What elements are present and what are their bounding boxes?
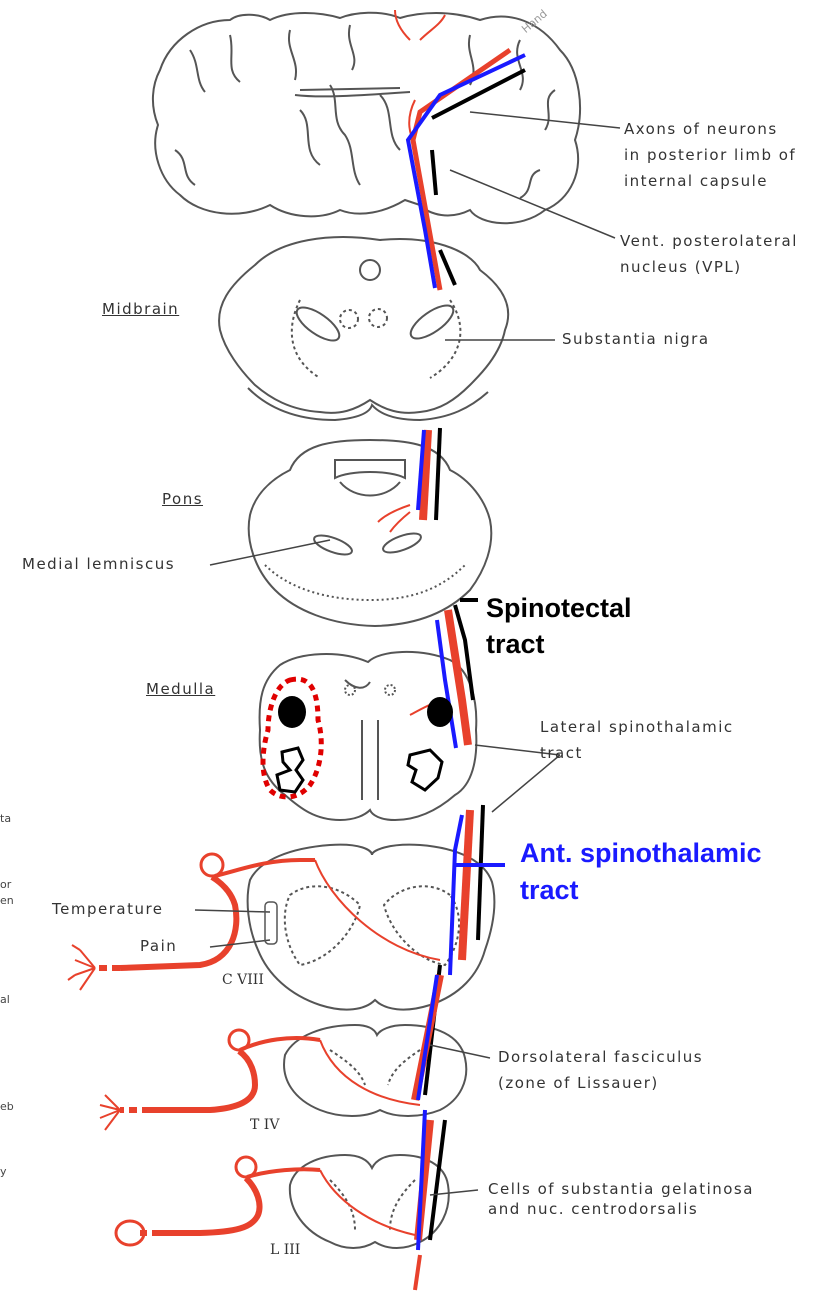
label-midbrain: Midbrain: [102, 300, 179, 319]
label-substantia-gelatinosa-2: and nuc. centrodorsalis: [488, 1200, 698, 1219]
label-substantia-gelatinosa-1: Cells of substantia gelatinosa: [488, 1180, 754, 1199]
cut-text-2: or: [0, 878, 11, 891]
cut-text-6: y: [0, 1165, 7, 1178]
cut-text-5: eb: [0, 1100, 14, 1113]
label-dorsolateral-1: Dorsolateral fasciculus: [498, 1048, 703, 1067]
label-internal-capsule-2: in posterior limb of: [624, 146, 796, 165]
label-pain: Pain: [140, 937, 177, 956]
label-internal-capsule-3: internal capsule: [624, 172, 768, 191]
cord-c8: [248, 845, 495, 1010]
label-level-l3: L III: [270, 1242, 300, 1258]
cut-text-4: al: [0, 993, 10, 1006]
label-vpl-2: nucleus (VPL): [620, 258, 742, 277]
label-spinotectal-2: tract: [486, 628, 545, 660]
medulla-markings: [263, 679, 453, 797]
label-pons: Pons: [162, 490, 203, 509]
label-temperature: Temperature: [52, 900, 164, 919]
label-spinotectal-1: Spinotectal: [486, 592, 632, 624]
label-vpl-1: Vent. posterolateral: [620, 232, 798, 251]
pons-section: [249, 440, 492, 626]
label-lateral-spinothalamic-2: tract: [540, 744, 583, 763]
cut-text-1: ta: [0, 812, 11, 825]
label-substantia-nigra: Substantia nigra: [562, 330, 710, 349]
label-dorsolateral-2: (zone of Lissauer): [498, 1074, 659, 1093]
label-medulla: Medulla: [146, 680, 215, 699]
label-level-t4: T IV: [250, 1117, 279, 1133]
midbrain-section: [219, 237, 508, 420]
label-internal-capsule-1: Axons of neurons: [624, 120, 778, 139]
leader-lines: [195, 112, 620, 1195]
cut-text-3: en: [0, 894, 14, 907]
label-ant-spinothalamic-2: tract: [520, 874, 579, 906]
brain-coronal-section: [153, 13, 580, 223]
label-ant-spinothalamic-1: Ant. spinothalamic: [520, 837, 762, 869]
label-medial-lemniscus: Medial lemniscus: [22, 555, 175, 574]
label-lateral-spinothalamic-1: Lateral spinothalamic: [540, 718, 734, 737]
label-level-c8: C VIII: [222, 972, 264, 988]
